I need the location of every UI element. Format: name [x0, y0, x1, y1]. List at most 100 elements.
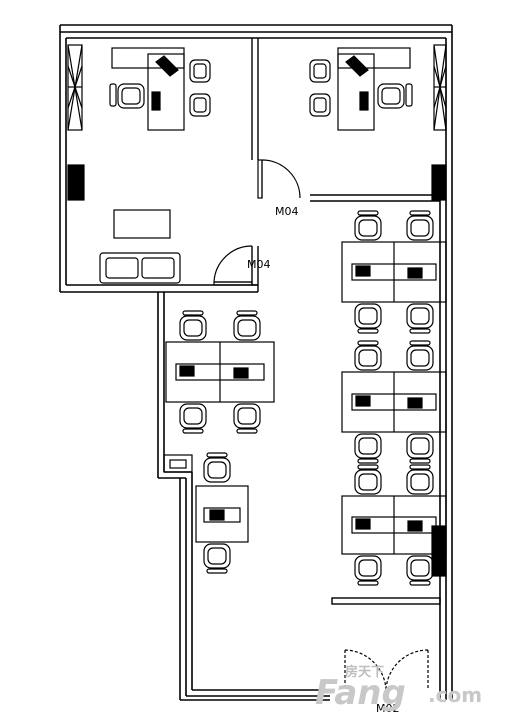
chair-seat — [406, 469, 434, 495]
desk — [195, 485, 249, 543]
chair — [406, 433, 434, 464]
chair-seat — [203, 457, 231, 483]
outer-walls — [59, 24, 453, 701]
monitor — [355, 395, 371, 407]
door-label-entrance: M02 — [376, 702, 400, 715]
chair-back — [357, 458, 379, 464]
chair-seat — [406, 345, 434, 371]
watermark-cn: 房天下 — [345, 664, 384, 680]
window — [67, 44, 83, 131]
chair-seat — [354, 215, 382, 241]
chair-cushion — [410, 473, 430, 491]
chair — [203, 452, 231, 483]
chair-cushion — [237, 407, 257, 425]
door-entrance — [344, 649, 429, 691]
office-right — [309, 47, 413, 131]
chair — [354, 303, 382, 334]
chair-cushion — [207, 461, 227, 479]
chair — [406, 340, 434, 371]
door-label-meeting: M04 — [247, 258, 271, 271]
chair-cushion — [358, 307, 378, 325]
chair-seat — [406, 303, 434, 329]
watermark-com: .com — [428, 683, 482, 707]
chair-back — [357, 464, 379, 470]
chair-seat — [354, 433, 382, 459]
monitor — [233, 367, 249, 379]
watermark: 房天下 Fang .com — [315, 664, 482, 713]
chair-cushion — [410, 437, 430, 455]
monitor — [209, 509, 225, 521]
chair-seat — [406, 555, 434, 581]
chair-cushion — [183, 319, 203, 337]
chair-cushion — [358, 559, 378, 577]
chair-cushion — [410, 349, 430, 367]
chair — [354, 340, 382, 371]
chair-seat — [179, 403, 207, 429]
chair-cushion — [358, 473, 378, 491]
chair-back — [182, 428, 204, 434]
chair-back — [409, 210, 431, 216]
door-meeting — [213, 245, 253, 286]
monitor — [355, 518, 371, 530]
chair — [309, 93, 331, 117]
chair-cushion — [237, 319, 257, 337]
chair — [406, 464, 434, 495]
office-left — [99, 47, 211, 284]
chair — [354, 464, 382, 495]
workstation-pod — [341, 495, 447, 555]
chair — [109, 83, 145, 109]
desk-screens — [351, 263, 437, 281]
chair-seat — [354, 303, 382, 329]
sofa — [99, 252, 181, 284]
workstation-pod — [341, 371, 447, 433]
chair-cushion — [358, 219, 378, 237]
chair — [309, 59, 331, 83]
monitor — [355, 265, 371, 277]
desk-screens — [175, 363, 265, 381]
chair-seat — [203, 543, 231, 569]
chair-seat — [406, 215, 434, 241]
chair-cushion — [410, 559, 430, 577]
workstation-pod — [165, 341, 275, 403]
phone — [151, 91, 161, 111]
chair-back — [206, 452, 228, 458]
column — [169, 459, 187, 469]
chair — [354, 433, 382, 464]
chair — [189, 59, 211, 83]
chair — [354, 210, 382, 241]
monitor — [407, 267, 423, 279]
desk — [147, 53, 185, 131]
monitor — [407, 520, 423, 532]
chair — [179, 310, 207, 341]
chair-back — [182, 310, 204, 316]
chair-seat — [233, 315, 261, 341]
chair-cushion — [183, 407, 203, 425]
watermark-en: Fang — [315, 673, 406, 713]
workstation-pod — [195, 485, 249, 543]
workstation-pod — [341, 241, 447, 303]
chair-back — [409, 580, 431, 586]
chair-back — [409, 340, 431, 346]
workstations — [165, 210, 447, 586]
door-label-office: M04 — [275, 205, 299, 218]
interior-walls — [251, 38, 446, 605]
chair-seat — [233, 403, 261, 429]
coffee-table — [113, 209, 171, 239]
chair — [406, 555, 434, 586]
chair-back — [357, 328, 379, 334]
chair-seat — [354, 345, 382, 371]
desk — [337, 53, 375, 131]
window — [433, 44, 447, 131]
column — [67, 164, 85, 201]
chair-back — [409, 458, 431, 464]
chair-cushion — [207, 547, 227, 565]
monitor — [345, 55, 369, 77]
chair-seat — [406, 433, 434, 459]
chair-cushion — [358, 437, 378, 455]
desk-screens — [351, 516, 437, 534]
chair-back — [357, 340, 379, 346]
chair-back — [357, 210, 379, 216]
chair-back — [409, 328, 431, 334]
chair-seat — [354, 469, 382, 495]
